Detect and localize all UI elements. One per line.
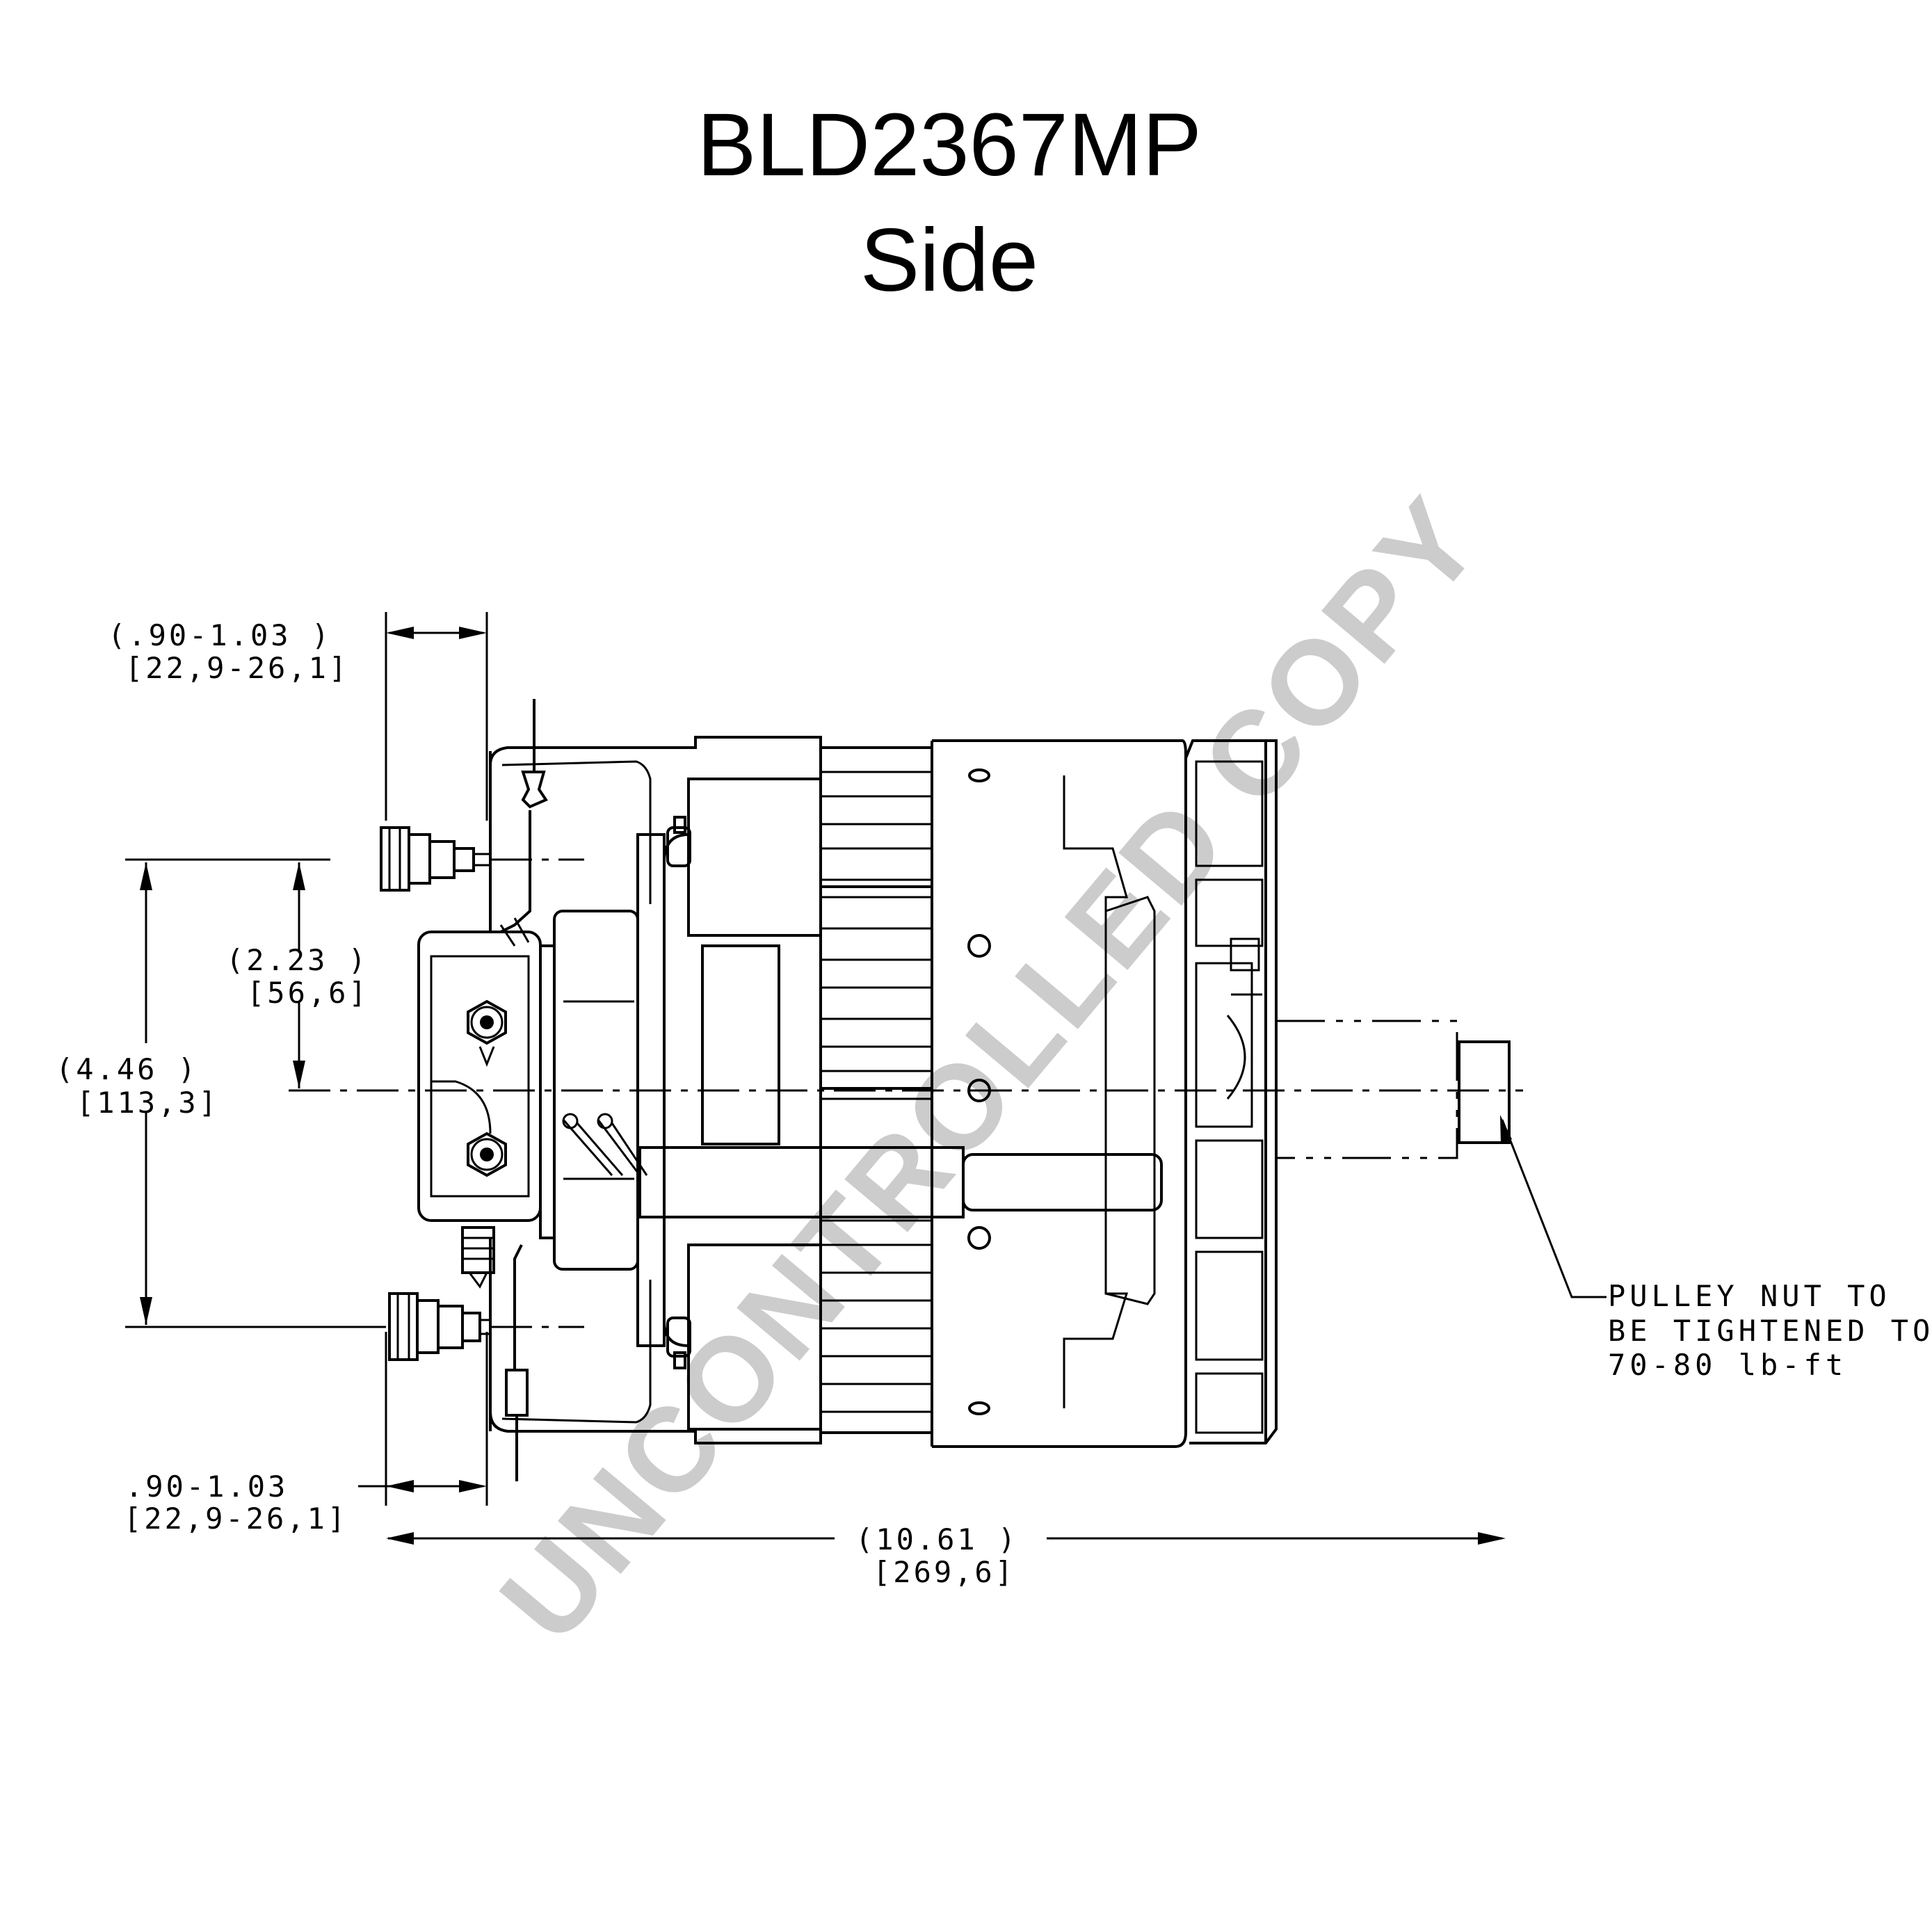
regulator-nut-top [467,999,507,1068]
lead-eye-2 [597,1113,613,1129]
fan-outline [1184,739,1278,1444]
dim-bottom-terminal-in: .90-1.03 [125,1470,288,1504]
vent-slot-top [968,768,990,782]
screw-hole-3 [967,1226,991,1250]
stator-boss-top [687,778,822,937]
dim-terminal-spacing-in: (4.46 ) [56,1052,198,1086]
pulley-phantom [1276,1020,1458,1159]
dim-bottom-terminal: .90-1.03 [22,9-26,1] [124,1332,488,1536]
diode-top [521,771,548,809]
fan-bolt [1230,937,1260,972]
dim-top-terminal-mm: [22,9-26,1] [125,651,349,685]
stator-lamination-lines [821,771,932,1413]
fan-hub [1195,962,1253,1128]
note-line-2: BE TIGHTENED TO [1608,1314,1932,1348]
regulator-inner [430,955,530,1198]
dim-center-height-mm: [56,6] [247,976,369,1010]
dim-overall-length-in: (10.61 ) [855,1522,1018,1556]
diode-leads [562,1119,648,1176]
aux-stud-mid [461,1226,495,1289]
dim-overall-length-mm: [269,6] [873,1555,1015,1589]
rear-inner-bottom [501,1280,652,1424]
part-number-title: BLD2367MP [697,95,1202,195]
vent-slot-bottom [968,1401,990,1415]
dim-top-terminal-in: (.90-1.03 ) [108,618,332,652]
note-line-3: 70-80 lb-ft [1608,1348,1847,1382]
screw-hole-1 [967,934,991,958]
dim-bottom-terminal-mm: [22,9-26,1] [124,1502,348,1536]
lead-wire-bottom [505,1244,529,1481]
positive-terminal-top [380,826,584,892]
regulator-flange [539,944,556,1239]
front-housing-rib [1105,896,1156,1305]
lead-eye-1 [562,1113,579,1129]
terminal-nut-top [380,826,410,892]
dim-terminal-spacing-mm: [113,3] [77,1086,219,1120]
positive-terminal-bottom [388,1292,584,1361]
dim-top-terminal: (.90-1.03 ) [22,9-26,1] [108,612,488,821]
stator-label-plate [701,944,780,1145]
dim-center-height: (2.23 ) [56,6] [125,858,369,1088]
regulator-nut-bottom [467,1132,507,1177]
fan-hub-curves [1226,993,1262,1100]
terminal-nut-bottom [388,1292,419,1361]
brush-holder-ribs [563,1000,634,1180]
pulley-nut-note: PULLEY NUT TO BE TIGHTENED TO 70-80 lb-f… [1500,1115,1932,1382]
bolt-stub-bottom [673,1351,686,1369]
note-line-1: PULLEY NUT TO [1608,1279,1891,1313]
stator-heavy-lines [821,885,932,1090]
view-subtitle: Side [860,211,1038,310]
dim-overall-length: (10.61 ) [269,6] [386,1522,1506,1589]
dim-center-height-in: (2.23 ) [226,943,369,977]
stator-bolt-head-top [666,826,691,867]
regulator-block [417,931,542,1222]
fan-blades [1195,760,1264,1434]
aux-stud-body [461,1226,495,1274]
front-housing-contour [1063,775,1129,1408]
pulley-nut [1458,1040,1511,1144]
rear-inner-top [501,760,652,904]
bolt-stub-top [673,816,686,834]
diode-bottom [505,1369,529,1417]
strap-extension [962,1153,1163,1211]
uncontrolled-copy-watermark: UNCONTROLLED COPY [475,472,1507,1666]
regulator-curve [431,1080,492,1134]
dim-terminal-spacing: (4.46 ) [113,3] [56,862,386,1328]
stator-bolt-head-bottom [666,1317,691,1358]
alternator-outline [417,736,1511,1448]
lead-wire-top [499,699,548,947]
